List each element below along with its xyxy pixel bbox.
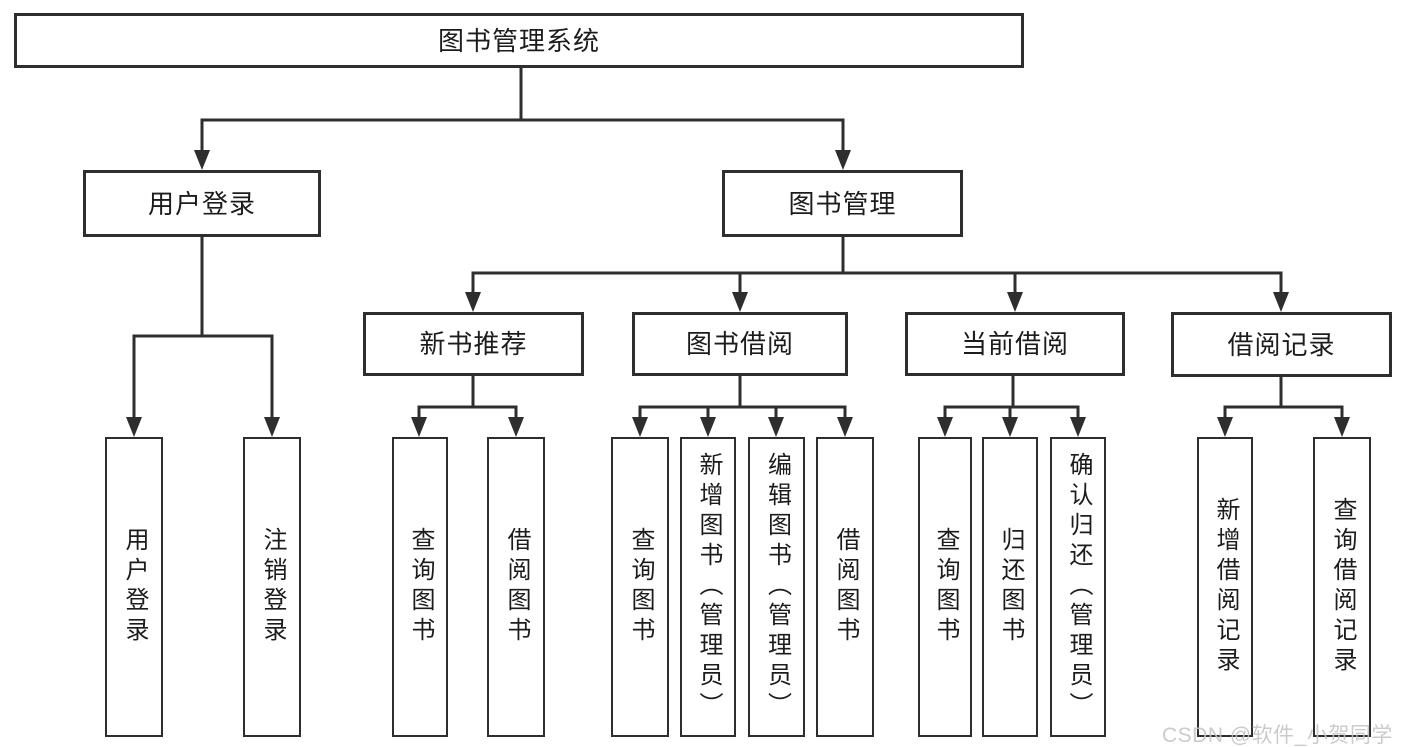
leaf-add-book-admin-label: 新增图书（管理员） [695,452,722,722]
leaf-query-books-borrowing-label: 查询图书 [627,527,654,647]
node-borrowing-records-label: 借阅记录 [1227,329,1336,360]
leaf-query-books-current: 查询图书 [918,437,972,737]
node-new-book-recommend: 新书推荐 [363,312,584,376]
leaf-logout: 注销登录 [243,437,301,737]
arrowheads [126,150,1350,437]
leaf-query-books-current-label: 查询图书 [932,527,959,647]
leaf-edit-book-admin-label: 编辑图书（管理员） [763,452,791,722]
node-current-borrowing-label: 当前借阅 [960,329,1069,359]
csdn-watermark: CSDN @软件_小贺同学 [1162,724,1393,747]
leaf-query-books-recommend-label: 查询图书 [407,527,434,647]
leaf-return-book: 归还图书 [982,437,1038,737]
leaf-add-borrow-record-label: 新增借阅记录 [1212,497,1239,677]
leaf-edit-book-admin: 编辑图书（管理员） [748,437,805,737]
node-root: 图书管理系统 [14,13,1024,68]
leaf-confirm-return-admin-label: 确认归还（管理员） [1065,452,1092,722]
node-borrowing-records: 借阅记录 [1171,312,1392,377]
node-root-label: 图书管理系统 [437,25,600,56]
leaf-logout-label: 注销登录 [259,527,286,647]
leaf-query-books-recommend: 查询图书 [392,437,448,737]
leaf-borrow-books-borrowing: 借阅图书 [816,437,874,737]
leaf-user-login-label: 用户登录 [121,527,148,647]
node-book-borrowing: 图书借阅 [632,312,848,376]
leaf-borrow-books-borrowing-label: 借阅图书 [832,527,859,647]
node-book-management: 图书管理 [722,170,963,237]
node-book-management-label: 图书管理 [788,188,897,219]
leaf-add-book-admin: 新增图书（管理员） [680,437,736,737]
node-new-book-recommend-label: 新书推荐 [419,329,528,359]
leaf-query-books-borrowing: 查询图书 [611,437,669,737]
node-user-login: 用户登录 [83,170,321,237]
node-book-borrowing-label: 图书借阅 [685,329,794,359]
leaf-add-borrow-record: 新增借阅记录 [1197,437,1253,737]
leaf-confirm-return-admin: 确认归还（管理员） [1050,437,1106,737]
leaf-user-login: 用户登录 [105,437,163,737]
node-current-borrowing: 当前借阅 [905,312,1125,376]
leaf-borrow-books-recommend-label: 借阅图书 [503,527,530,647]
leaf-borrow-books-recommend: 借阅图书 [487,437,545,737]
leaf-return-book-label: 归还图书 [997,527,1024,647]
leaf-query-borrow-record: 查询借阅记录 [1313,437,1371,737]
leaf-query-borrow-record-label: 查询借阅记录 [1329,497,1356,677]
node-user-login-label: 用户登录 [147,188,256,219]
